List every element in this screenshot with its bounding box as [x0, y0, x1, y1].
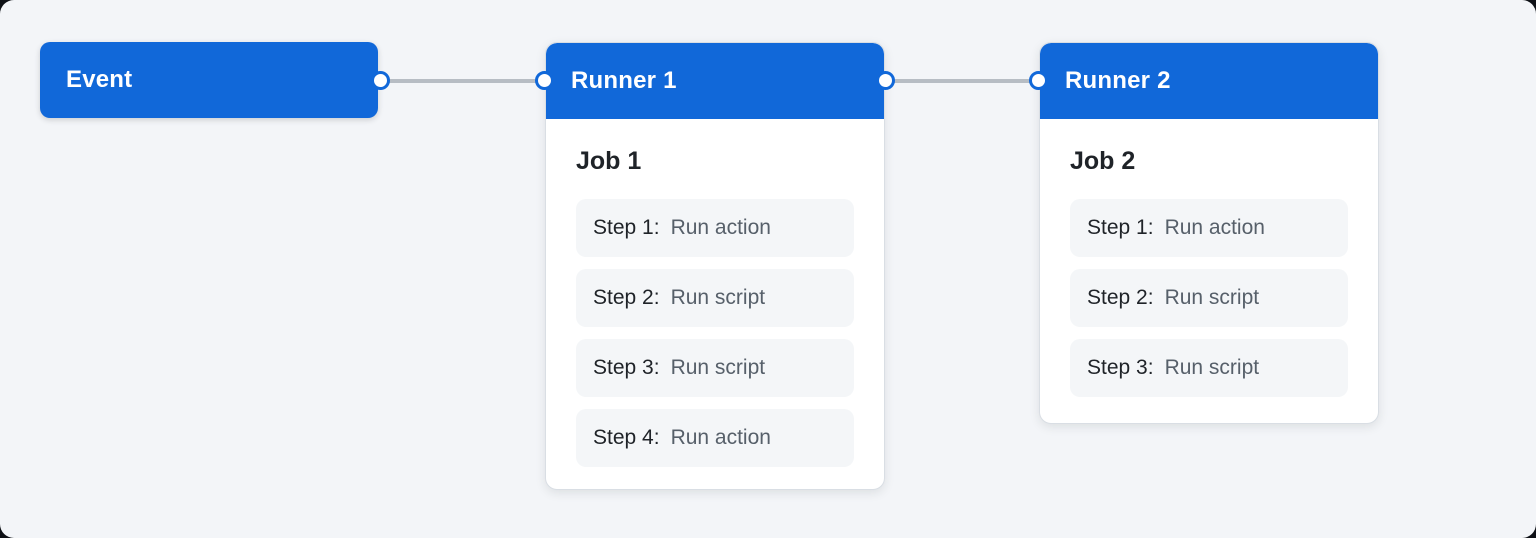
job1-step-row: Step 2: Run script: [576, 269, 854, 327]
step-action: Run action: [670, 426, 771, 449]
connector-line: [380, 79, 545, 83]
step-action: Run action: [670, 216, 771, 239]
job2-step-row: Step 3: Run script: [1070, 339, 1348, 397]
connector-endpoint-dot: [371, 71, 390, 90]
step-label: Step 2:: [593, 286, 660, 309]
job1-step-row: Step 3: Run script: [576, 339, 854, 397]
connector-line: [885, 79, 1039, 83]
job2-step-row: Step 1: Run action: [1070, 199, 1348, 257]
job1-step-row: Step 1: Run action: [576, 199, 854, 257]
step-action: Run script: [670, 356, 766, 379]
step-action: Run action: [1164, 216, 1265, 239]
job1-step-row: Step 4: Run action: [576, 409, 854, 467]
step-label: Step 1:: [593, 216, 660, 239]
step-label: Step 3:: [1087, 356, 1154, 379]
job1-title: Job 1: [576, 147, 642, 175]
runner1-title: Runner 1: [571, 67, 677, 94]
runner2-header: Runner 2: [1040, 43, 1378, 119]
connector-endpoint-dot: [1029, 71, 1048, 90]
job2-title: Job 2: [1070, 147, 1136, 175]
step-action: Run script: [1164, 286, 1260, 309]
runner2-card: Runner 2 Job 2 Step 1: Run action Step 2…: [1039, 42, 1379, 424]
runner1-body: Job 1 Step 1: Run action Step 2: Run scr…: [546, 119, 884, 489]
runner1-card: Runner 1 Job 1 Step 1: Run action Step 2…: [545, 42, 885, 490]
event-node-label: Event: [66, 66, 133, 93]
runner2-title: Runner 2: [1065, 67, 1171, 94]
step-label: Step 1:: [1087, 216, 1154, 239]
event-node: Event: [40, 42, 378, 118]
job2-step-row: Step 2: Run script: [1070, 269, 1348, 327]
connector-endpoint-dot: [535, 71, 554, 90]
step-action: Run script: [670, 286, 766, 309]
connector-runner1-to-runner2: [876, 71, 1048, 90]
step-label: Step 2:: [1087, 286, 1154, 309]
step-label: Step 3:: [593, 356, 660, 379]
step-action: Run script: [1164, 356, 1260, 379]
runner2-body: Job 2 Step 1: Run action Step 2: Run scr…: [1040, 119, 1378, 421]
connector-event-to-runner1: [371, 71, 554, 90]
runner1-header: Runner 1: [546, 43, 884, 119]
connector-endpoint-dot: [876, 71, 895, 90]
step-label: Step 4:: [593, 426, 660, 449]
